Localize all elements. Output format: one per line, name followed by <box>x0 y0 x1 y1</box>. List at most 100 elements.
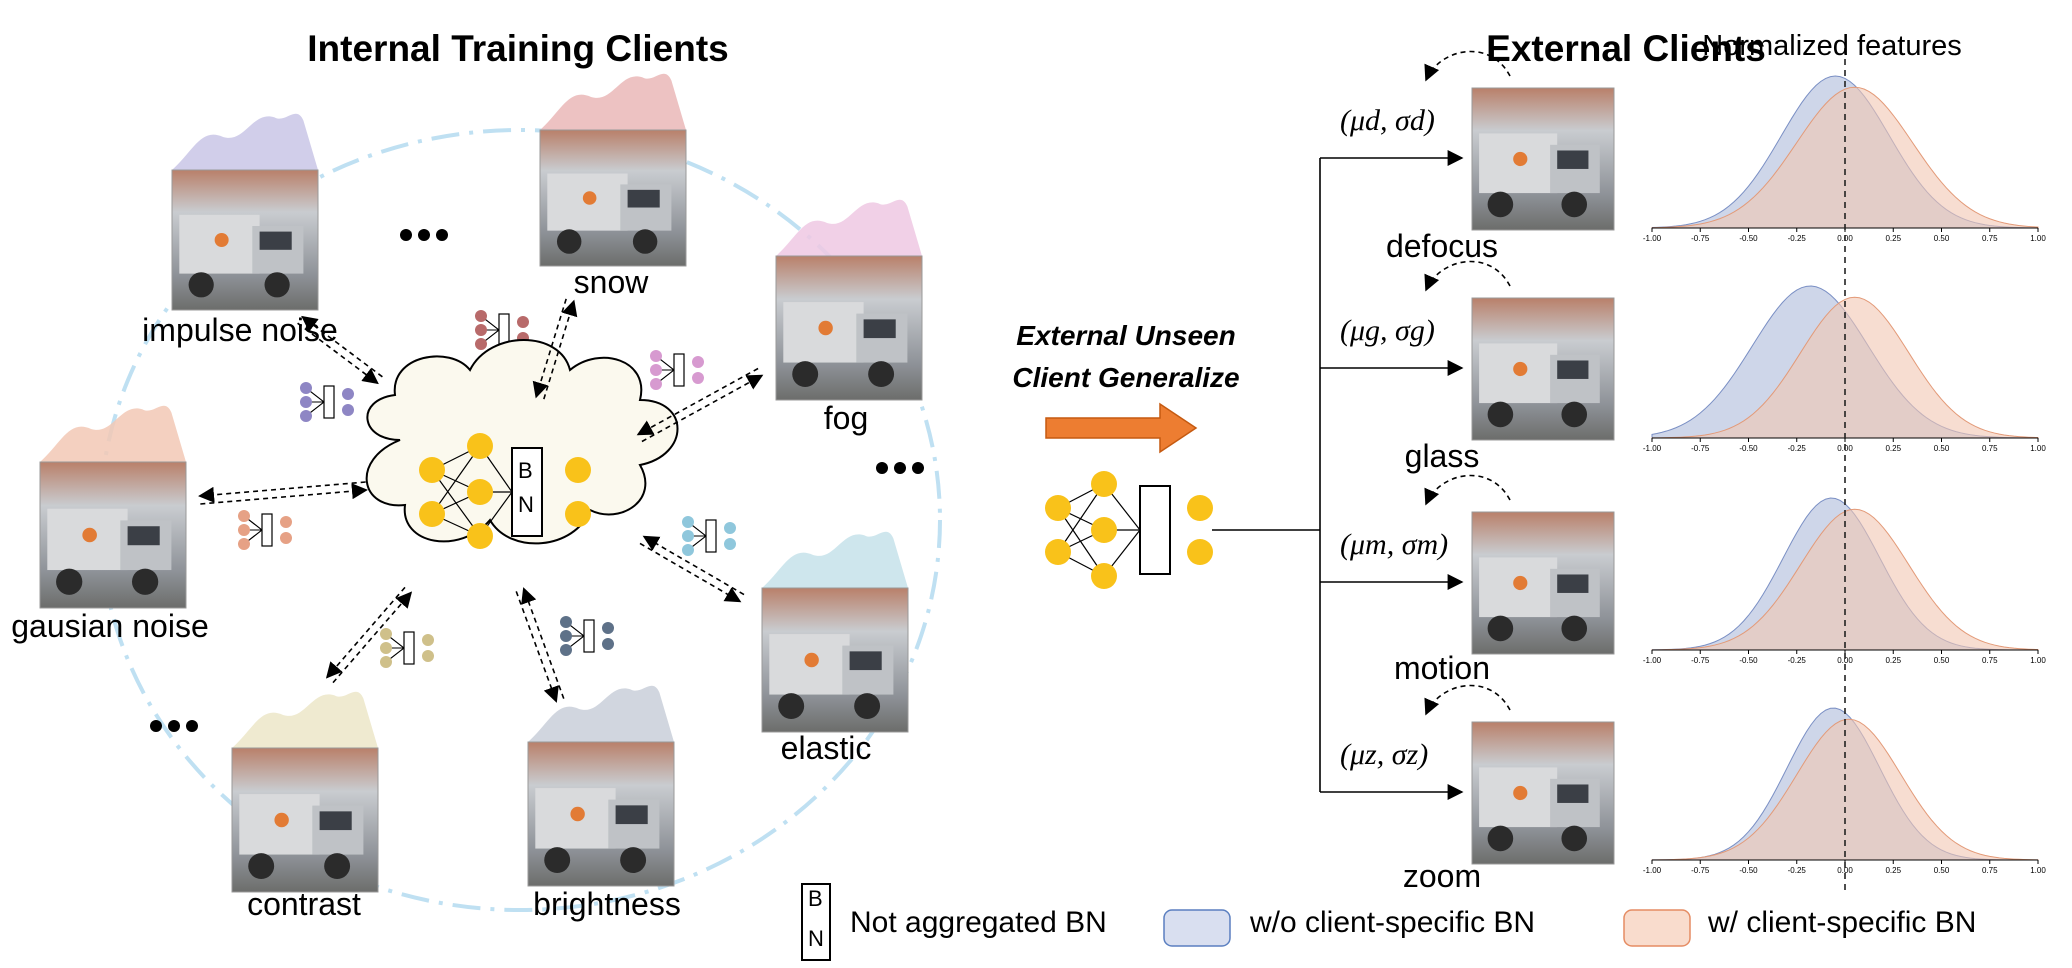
tick-label: -0.75 <box>1691 444 1710 453</box>
hump-2 <box>776 199 922 256</box>
tick-label: 0.00 <box>1837 866 1853 875</box>
hump-4 <box>762 531 908 588</box>
hump-1 <box>540 73 686 130</box>
hump-3 <box>40 405 186 462</box>
cloud-bn-n: N <box>518 492 534 517</box>
label-gausian-noise: gausian noise <box>11 608 209 644</box>
tick-label: 1.00 <box>2030 444 2046 453</box>
label-fog: fog <box>823 400 869 436</box>
tick-label: 1.00 <box>2030 656 2046 665</box>
internal-truck-5 <box>231 747 379 893</box>
tick-label: 0.25 <box>1885 234 1901 243</box>
arrow-text-line2: Client Generalize <box>1012 362 1240 393</box>
tick-label: 0.75 <box>1982 656 1998 665</box>
label-snow: snow <box>573 264 649 300</box>
mini-net-6 <box>560 616 614 656</box>
label-zoom: zoom <box>1402 858 1482 894</box>
internal-title: Internal Training Clients <box>307 28 729 69</box>
dashed-arrow-in-3 <box>198 481 366 503</box>
tick-label: -0.25 <box>1788 866 1807 875</box>
legend-with-label: w/ client-specific BN <box>1708 906 1977 939</box>
dashed-arrow-out-3 <box>200 483 368 505</box>
tick-label: -1.00 <box>1643 444 1662 453</box>
mini-net-4 <box>682 516 736 556</box>
normalized-features-title: Normalized features <box>1702 30 1962 62</box>
tick-label: 0.50 <box>1934 444 1950 453</box>
label-contrast: contrast <box>247 886 361 922</box>
tick-label: -0.75 <box>1691 656 1710 665</box>
hump-5 <box>232 691 378 748</box>
server-cloud <box>365 339 679 545</box>
legend-bn-b: B <box>808 886 823 911</box>
label-brightness: brightness <box>533 886 681 922</box>
cloud-bn-b: B <box>518 458 533 483</box>
internal-truck-0 <box>171 169 319 311</box>
tick-label: -0.75 <box>1691 234 1710 243</box>
external-title: External Clients <box>1486 28 1766 69</box>
hump-0 <box>172 113 318 170</box>
legend-without-label: w/o client-specific BN <box>1250 906 1536 939</box>
stats-motion: (μm, σm) <box>1340 528 1449 561</box>
dashed-arrow-out-4 <box>639 542 742 603</box>
ellipsis-dots <box>150 229 924 732</box>
label-defocus: defocus <box>1385 228 1499 264</box>
tick-label: -1.00 <box>1643 234 1662 243</box>
dashed-arrow-out-5 <box>332 591 413 684</box>
hump-6 <box>528 685 674 742</box>
tick-label: -0.25 <box>1788 656 1807 665</box>
stats-defocus: (μd, σd) <box>1340 104 1435 137</box>
tick-label: -1.00 <box>1643 866 1662 875</box>
dashed-arrow-out-1 <box>543 299 578 400</box>
external-truck-0 <box>1471 87 1615 231</box>
tick-label: -0.50 <box>1739 656 1758 665</box>
internal-truck-1 <box>539 129 687 267</box>
stats-arrow-0 <box>1424 50 1511 82</box>
generalize-arrow <box>1045 402 1198 454</box>
tick-label: -1.00 <box>1643 656 1662 665</box>
external-truck-3 <box>1471 721 1615 865</box>
mini-net-0 <box>300 382 354 422</box>
tick-label: -0.50 <box>1739 234 1758 243</box>
tick-label: 0.75 <box>1982 234 1998 243</box>
tick-label: 0.50 <box>1934 656 1950 665</box>
external-truck-2 <box>1471 511 1615 655</box>
label-elastic: elastic <box>780 730 872 766</box>
stats-glass: (μg, σg) <box>1340 314 1435 347</box>
dashed-arrow-in-2 <box>636 367 759 436</box>
stats-zoom: (μz, σz) <box>1340 738 1429 771</box>
tick-label: -0.75 <box>1691 866 1710 875</box>
label-motion: motion <box>1393 650 1491 686</box>
dashed-arrow-in-4 <box>642 535 745 596</box>
tick-label: 0.00 <box>1837 656 1853 665</box>
branch-lines <box>1212 150 1464 800</box>
internal-truck-6 <box>527 741 675 887</box>
tick-label: 0.25 <box>1885 656 1901 665</box>
legend <box>801 883 1691 961</box>
tick-label: -0.25 <box>1788 234 1807 243</box>
dashed-arrow-out-2 <box>641 374 764 443</box>
tick-label: 0.25 <box>1885 444 1901 453</box>
label-glass: glass <box>1404 438 1480 474</box>
stats-arrow-1 <box>1424 260 1511 292</box>
internal-truck-2 <box>775 255 923 401</box>
tick-label: -0.25 <box>1788 444 1807 453</box>
dashed-arrow-in-6 <box>521 587 565 699</box>
mini-net-3 <box>238 510 292 550</box>
tick-label: 0.75 <box>1982 444 1998 453</box>
dashed-arrow-in-1 <box>532 298 567 399</box>
tick-label: 1.00 <box>2030 866 2046 875</box>
tick-label: 0.50 <box>1934 234 1950 243</box>
tick-label: 0.50 <box>1934 866 1950 875</box>
legend-with-swatch <box>1623 909 1691 947</box>
arrow-text-line1: External Unseen <box>1016 320 1236 351</box>
dashed-arrow-out-6 <box>515 591 559 703</box>
tick-label: 0.25 <box>1885 866 1901 875</box>
stats-arrow-3 <box>1424 684 1511 716</box>
tick-label: 0.75 <box>1982 866 1998 875</box>
label-impulse-noise: impulse noise <box>142 312 338 348</box>
mini-net-2 <box>650 350 704 390</box>
mini-net-5 <box>380 628 434 668</box>
dashed-arrow-out-0 <box>297 322 379 385</box>
tick-label: -0.50 <box>1739 444 1758 453</box>
